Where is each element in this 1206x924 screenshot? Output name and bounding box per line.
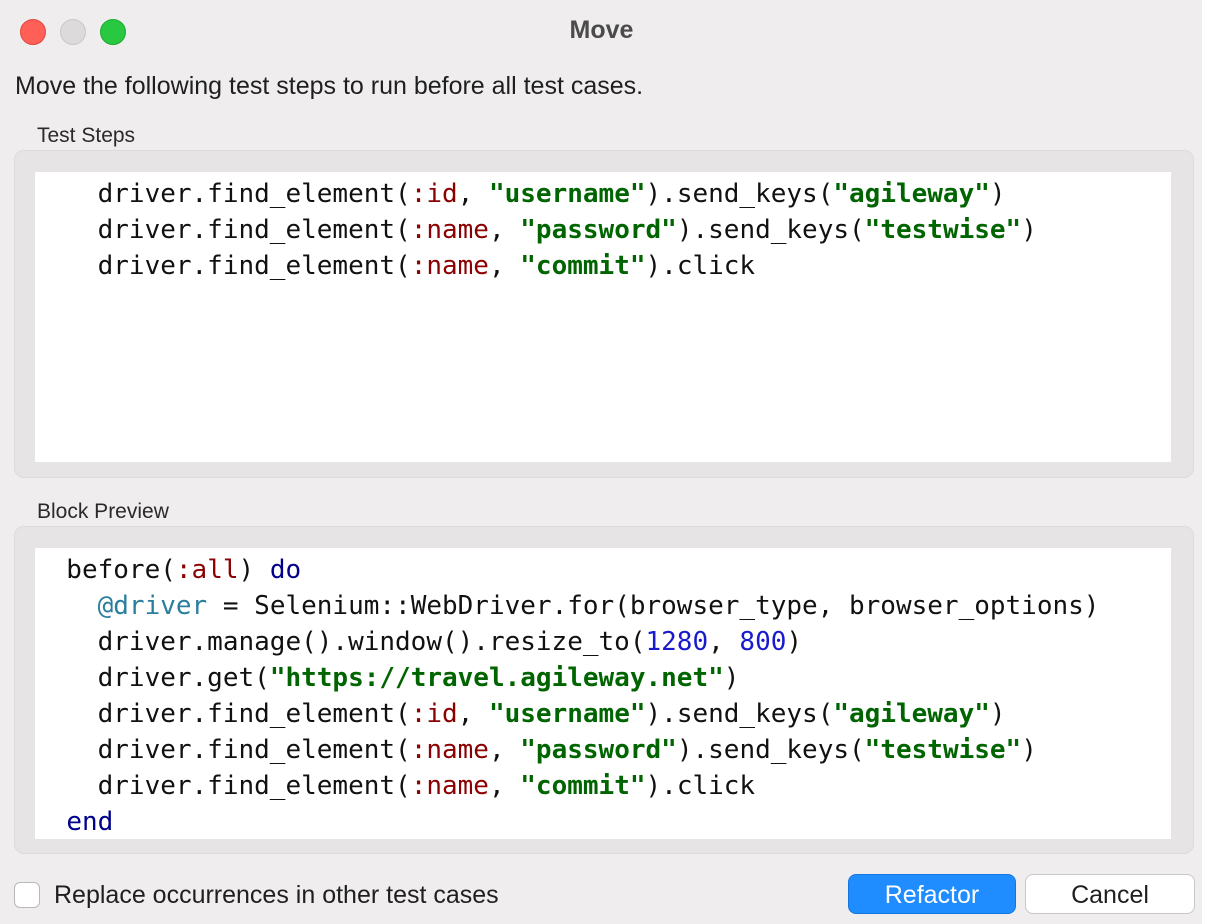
code-line: driver.get("https://travel.agileway.net"…: [35, 660, 1171, 696]
code-token: :name: [410, 215, 489, 245]
code-token: "agileway": [833, 179, 990, 209]
code-token: driver.manage().window().resize_to(: [35, 627, 646, 657]
replace-occurrences-row[interactable]: Replace occurrences in other test cases: [14, 880, 499, 910]
code-token: ): [1021, 215, 1037, 245]
code-token: "https://travel.agileway.net": [269, 663, 724, 693]
test-steps-group: driver.find_element(:id, "username").sen…: [14, 150, 1194, 478]
block-preview-label: Block Preview: [37, 500, 169, 523]
code-token: [35, 591, 98, 621]
code-token: "testwise": [864, 215, 1022, 245]
code-line: @driver = Selenium::WebDriver.for(browse…: [35, 588, 1171, 624]
replace-occurrences-label[interactable]: Replace occurrences in other test cases: [54, 880, 499, 909]
code-line: driver.find_element(:name, "commit").cli…: [35, 768, 1171, 804]
window-title: Move: [569, 16, 634, 44]
code-token: :name: [410, 771, 489, 801]
code-token: ).click: [645, 251, 756, 281]
background-window-edge: [1202, 0, 1206, 924]
code-token: :id: [410, 699, 458, 729]
block-preview-group: before(:all) do @driver = Selenium::WebD…: [14, 526, 1194, 854]
code-token: ): [723, 663, 740, 693]
code-token: "password": [520, 215, 677, 245]
code-token: = Selenium::WebDriver.for(browser_type, …: [207, 591, 1100, 621]
code-line: driver.manage().window().resize_to(1280,…: [35, 624, 1171, 660]
code-token: "username": [488, 699, 646, 729]
code-token: "username": [488, 179, 646, 209]
dialog-description: Move the following test steps to run bef…: [15, 72, 644, 100]
code-line: driver.find_element(:id, "username").sen…: [35, 696, 1171, 732]
code-token: before(: [35, 555, 176, 585]
replace-occurrences-checkbox[interactable]: [14, 882, 40, 908]
code-token: ).send_keys(: [676, 735, 865, 765]
code-token: ,: [457, 179, 489, 209]
code-token: driver.find_element(: [35, 251, 411, 281]
code-token: @driver: [97, 591, 208, 621]
code-token: "commit": [520, 251, 646, 281]
code-token: do: [269, 555, 302, 585]
code-token: :name: [410, 735, 489, 765]
code-token: driver.find_element(: [35, 699, 411, 729]
code-token: "agileway": [833, 699, 990, 729]
code-token: ,: [488, 215, 521, 245]
code-token: 800: [739, 627, 787, 657]
title-bar: Move: [0, 0, 1203, 64]
code-token: ): [786, 627, 803, 657]
code-token: :name: [410, 251, 489, 281]
code-line: end: [35, 804, 1171, 839]
code-line: driver.find_element(:name, "password").s…: [35, 732, 1171, 768]
code-token: ): [989, 699, 1006, 729]
minimize-window-button[interactable]: [60, 19, 86, 45]
code-line: driver.find_element(:name, "password").s…: [35, 212, 1171, 248]
code-token: ,: [457, 699, 489, 729]
code-token: driver.find_element(: [35, 179, 411, 209]
code-token: driver.find_element(: [35, 735, 411, 765]
code-token: ,: [488, 771, 521, 801]
refactor-button[interactable]: Refactor: [848, 874, 1016, 914]
code-token: :id: [410, 179, 458, 209]
zoom-window-button[interactable]: [100, 19, 126, 45]
code-token: end: [66, 807, 114, 837]
code-token: ).send_keys(: [645, 179, 834, 209]
cancel-button[interactable]: Cancel: [1025, 874, 1195, 914]
code-token: driver.get(: [35, 663, 270, 693]
code-token: [35, 807, 66, 837]
code-token: "password": [520, 735, 677, 765]
test-steps-editor[interactable]: driver.find_element(:id, "username").sen…: [35, 172, 1171, 462]
code-token: driver.find_element(: [35, 771, 411, 801]
code-token: ): [1021, 735, 1037, 765]
code-token: :all: [175, 555, 239, 585]
code-line: before(:all) do: [35, 552, 1171, 588]
close-window-button[interactable]: [20, 19, 46, 45]
code-token: ).send_keys(: [645, 699, 834, 729]
test-steps-label: Test Steps: [37, 124, 136, 147]
code-token: ).click: [645, 771, 756, 801]
code-line: driver.find_element(:name, "commit").cli…: [35, 248, 1171, 284]
code-token: "commit": [520, 771, 646, 801]
code-line: driver.find_element(:id, "username").sen…: [35, 176, 1171, 212]
code-token: ,: [488, 251, 521, 281]
block-preview-editor[interactable]: before(:all) do @driver = Selenium::WebD…: [35, 548, 1171, 839]
code-token: ): [989, 179, 1006, 209]
code-token: driver.find_element(: [35, 215, 411, 245]
code-token: ).send_keys(: [676, 215, 865, 245]
code-token: "testwise": [864, 735, 1022, 765]
code-token: 1280: [645, 627, 709, 657]
code-token: ): [238, 555, 270, 585]
code-token: ,: [708, 627, 740, 657]
code-token: ,: [488, 735, 521, 765]
